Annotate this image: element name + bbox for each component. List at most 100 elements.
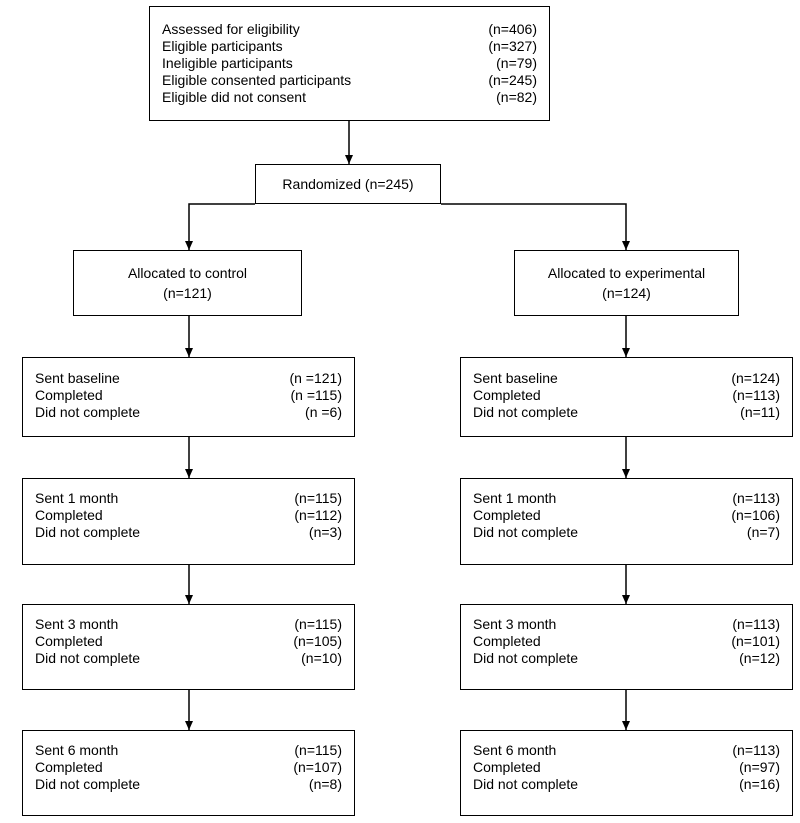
stage-row: Sent 6 month (n=115) — [35, 742, 342, 759]
stage-row: Sent baseline (n =121) — [35, 370, 342, 387]
row-value: (n=113) — [732, 490, 780, 506]
control-stage-6-month-box: Sent 6 month (n=115) Completed (n=107) Did… — [22, 730, 355, 816]
row-label: Completed — [35, 759, 103, 775]
row-label: Completed — [473, 507, 541, 523]
row-value: (n=115) — [294, 742, 342, 758]
experimental-allocation-title: Allocated to experimental — [547, 265, 706, 281]
control-allocation-count: (n=121) — [163, 285, 212, 301]
row-value: (n =115) — [290, 387, 343, 403]
stage-row: Did not complete(n=8) — [35, 776, 342, 793]
experimental-stage-6-month-box: Sent 6 month (n=113) Completed (n=97) Did … — [460, 730, 793, 816]
row-label: Sent baseline — [35, 370, 120, 386]
row-label: Completed — [35, 633, 103, 649]
row-label: Did not complete — [35, 404, 141, 420]
split-connector-right — [441, 203, 630, 250]
experimental-allocation-box: Allocated to experimental (n=124) — [514, 250, 739, 316]
row-label: Did not complete — [473, 524, 579, 540]
row-label: Sent 6 month — [35, 742, 119, 758]
row-label: Did not complete — [35, 524, 141, 540]
row-value: (n=112) — [294, 507, 342, 523]
experimental-allocation-count: (n=124) — [602, 285, 651, 301]
row-label: Did not complete — [35, 650, 141, 666]
eligibility-row: Eligible did not consent (n=82) — [162, 89, 537, 106]
row-value: (n=245) — [488, 72, 537, 88]
eligibility-row: Eligible participants (n=327) — [162, 38, 537, 55]
stage-row: Sent baseline(n=124) — [473, 370, 780, 387]
row-value: (n=101) — [731, 633, 780, 649]
control-stage-baseline-box: Sent baseline(n =121) Completed(n =115) … — [22, 357, 355, 437]
row-value: (n=113) — [732, 616, 780, 632]
stage-row: Did not complete (n=7) — [473, 524, 780, 541]
stage-row: Did not complete (n=10) — [35, 650, 342, 667]
row-value: (n=10) — [301, 650, 342, 666]
row-label: Sent 3 month — [35, 616, 119, 632]
row-value: (n=107) — [293, 759, 342, 775]
stage-row: Sent 1 month(n=115) — [35, 490, 342, 507]
row-value: (n=115) — [294, 616, 342, 632]
stage-row: Did not complete(n=16) — [473, 776, 780, 793]
split-connector — [185, 203, 255, 250]
row-value: (n=406) — [488, 21, 537, 37]
stage-row: Completed (n=113) — [473, 387, 780, 404]
stage-row: Completed (n=97) — [473, 759, 780, 776]
stage-row: Did not complete (n=11) — [473, 404, 780, 421]
stage-row: Sent 1 month (n=113) — [473, 490, 780, 507]
row-value: (n=327) — [488, 38, 537, 54]
row-value: (n=82) — [496, 89, 537, 105]
row-label: Eligible participants — [162, 38, 283, 54]
stage-row: Completed (n =115) — [35, 387, 342, 404]
row-label: Sent 1 month — [473, 490, 557, 506]
stage-row: Did not complete (n=3) — [35, 524, 342, 541]
row-label: Sent 6 month — [473, 742, 557, 758]
row-value: (n=3) — [308, 524, 342, 540]
eligibility-row: Assessed for eligibility (n=406) — [162, 21, 537, 38]
row-value: (n=106) — [731, 507, 780, 523]
row-label: Completed — [473, 633, 541, 649]
experimental-stage-baseline-box: Sent baseline(n=124) Completed (n=113) Di… — [460, 357, 793, 437]
row-value: (n=113) — [732, 742, 780, 758]
stage-row: Sent 3 month (n=115) — [35, 616, 342, 633]
row-label: Eligible did not consent — [162, 89, 306, 105]
control-stage-1-month-box: Sent 1 month(n=115) Completed(n=112) Did… — [22, 478, 355, 565]
stage-row: Completed (n=106) — [473, 507, 780, 524]
row-label: Did not complete — [35, 776, 141, 792]
stage-row: Completed (n=105) — [35, 633, 342, 650]
row-label: Completed — [473, 759, 541, 775]
control-stage-3-month-box: Sent 3 month (n=115) Completed (n=105) Did… — [22, 604, 355, 690]
eligibility-box: Assessed for eligibility (n=406) Eligibl… — [149, 6, 550, 121]
eligibility-row: Ineligible participants (n=79) — [162, 55, 537, 72]
row-label: Did not complete — [473, 404, 579, 420]
stage-row: Did not complete (n =6) — [35, 404, 342, 421]
row-value: (n =6) — [305, 404, 342, 420]
row-label: Ineligible participants — [162, 55, 293, 71]
experimental-stage-1-month-box: Sent 1 month (n=113) Completed (n=106) Did… — [460, 478, 793, 565]
stage-row: Completed (n=101) — [473, 633, 780, 650]
eligibility-row: Eligible consented participants (n=245) — [162, 72, 537, 89]
row-label: Eligible consented participants — [162, 72, 352, 88]
row-value: (n=105) — [293, 633, 342, 649]
row-value: (n=79) — [496, 55, 537, 71]
stage-row: Completed(n=112) — [35, 507, 342, 524]
row-value: (n=11) — [740, 404, 780, 420]
experimental-stage-3-month-box: Sent 3 month (n=113) Completed (n=101) Did… — [460, 604, 793, 690]
row-value: (n=113) — [732, 387, 780, 403]
row-label: Completed — [35, 387, 103, 403]
stage-row: Completed (n=107) — [35, 759, 342, 776]
randomized-box: Randomized (n=245) — [255, 164, 441, 204]
row-label: Sent baseline — [473, 370, 558, 386]
row-label: Did not complete — [473, 650, 579, 666]
row-value: (n=12) — [739, 650, 780, 666]
row-label: Sent 3 month — [473, 616, 557, 632]
row-value: (n=97) — [739, 759, 780, 775]
row-label: Did not complete — [473, 776, 579, 792]
row-label: Completed — [473, 387, 541, 403]
row-value: (n =121) — [289, 370, 342, 386]
row-value: (n=7) — [746, 524, 780, 540]
randomized-label: Randomized (n=245) — [282, 176, 414, 192]
row-label: Assessed for eligibility — [162, 21, 300, 37]
stage-row: Did not complete (n=12) — [473, 650, 780, 667]
row-value: (n=115) — [294, 490, 342, 506]
stage-row: Sent 3 month (n=113) — [473, 616, 780, 633]
